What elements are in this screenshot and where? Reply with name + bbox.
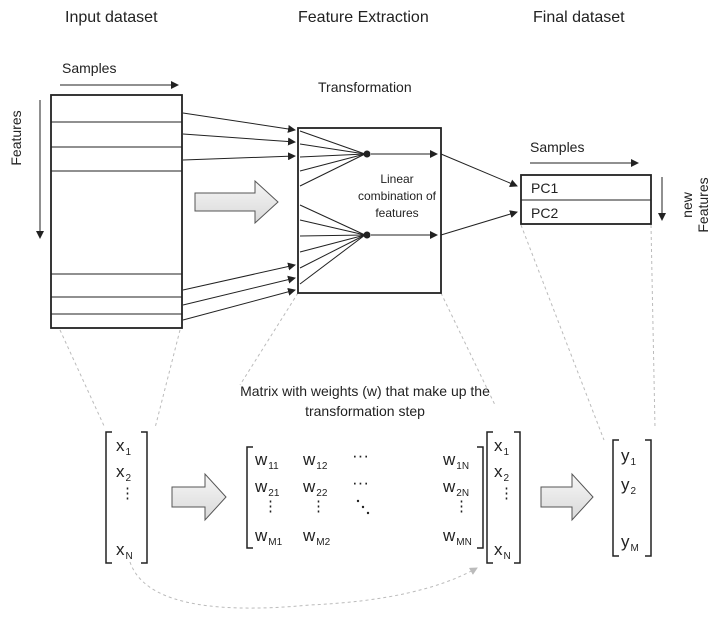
w-cell: w11 bbox=[255, 450, 279, 472]
pc2-label: PC2 bbox=[531, 205, 559, 221]
x2-entry-1: x1 bbox=[494, 436, 510, 458]
pc1-label: PC1 bbox=[531, 180, 559, 196]
to-pc1-arrow bbox=[440, 153, 518, 187]
transformation-title: Transformation bbox=[318, 79, 412, 95]
w-cell: w2N bbox=[443, 477, 470, 499]
w-cell: w12 bbox=[303, 450, 328, 472]
w-cell: w1N bbox=[443, 450, 470, 472]
x2-entry-2: x2 bbox=[494, 462, 510, 484]
matrix-caption: Matrix with weights (w) that make up the… bbox=[240, 383, 490, 419]
final-samples-label: Samples bbox=[530, 139, 585, 155]
to-pc2-arrow bbox=[440, 210, 518, 236]
x-entry-2: x2 bbox=[116, 462, 132, 484]
input-to-transform-arrows bbox=[182, 112, 296, 321]
new-features-label: new Features bbox=[679, 177, 711, 233]
w-vdots: ⋮ bbox=[454, 498, 469, 515]
w-cell: wM1 bbox=[255, 526, 283, 548]
big-arrow-2 bbox=[171, 472, 227, 522]
w-cell: wM2 bbox=[303, 526, 331, 548]
w-cell: w22 bbox=[303, 477, 328, 499]
x2-entry-n: xN bbox=[494, 540, 511, 562]
diagonal-dots bbox=[356, 499, 370, 515]
x-vdots: ⋮ bbox=[120, 485, 135, 502]
x-entry-n: xN bbox=[116, 540, 133, 562]
linear-combination-text: Linear combination of features bbox=[357, 172, 437, 220]
input-dataset-table bbox=[50, 94, 183, 329]
y-entry-m: yM bbox=[621, 532, 639, 554]
x-entry-1: x1 bbox=[116, 436, 132, 458]
input-samples-label: Samples bbox=[62, 60, 117, 76]
title-final-dataset: Final dataset bbox=[533, 9, 625, 26]
x2-vdots: ⋮ bbox=[499, 485, 514, 502]
title-feature-extraction: Feature Extraction bbox=[298, 9, 429, 26]
combination-node-1 bbox=[363, 150, 371, 158]
brackets bbox=[105, 431, 652, 564]
y-entry-2: y2 bbox=[621, 475, 637, 497]
y-entry-1: y1 bbox=[621, 446, 637, 468]
dashed-guides bbox=[59, 224, 656, 609]
w-hdots: ··· bbox=[352, 473, 369, 492]
combination-node-2 bbox=[363, 231, 371, 239]
w-hdots: ··· bbox=[352, 446, 369, 465]
w-vdots: ⋮ bbox=[311, 498, 326, 515]
big-arrow-1 bbox=[194, 179, 279, 225]
final-dataset-table bbox=[520, 174, 652, 225]
w-cell: wMN bbox=[443, 526, 472, 548]
title-input-dataset: Input dataset bbox=[65, 9, 158, 26]
input-features-label: Features bbox=[8, 110, 24, 166]
w-vdots: ⋮ bbox=[263, 498, 278, 515]
combination-lines bbox=[299, 130, 366, 285]
big-arrow-3 bbox=[540, 472, 594, 522]
w-cell: w21 bbox=[255, 477, 280, 499]
